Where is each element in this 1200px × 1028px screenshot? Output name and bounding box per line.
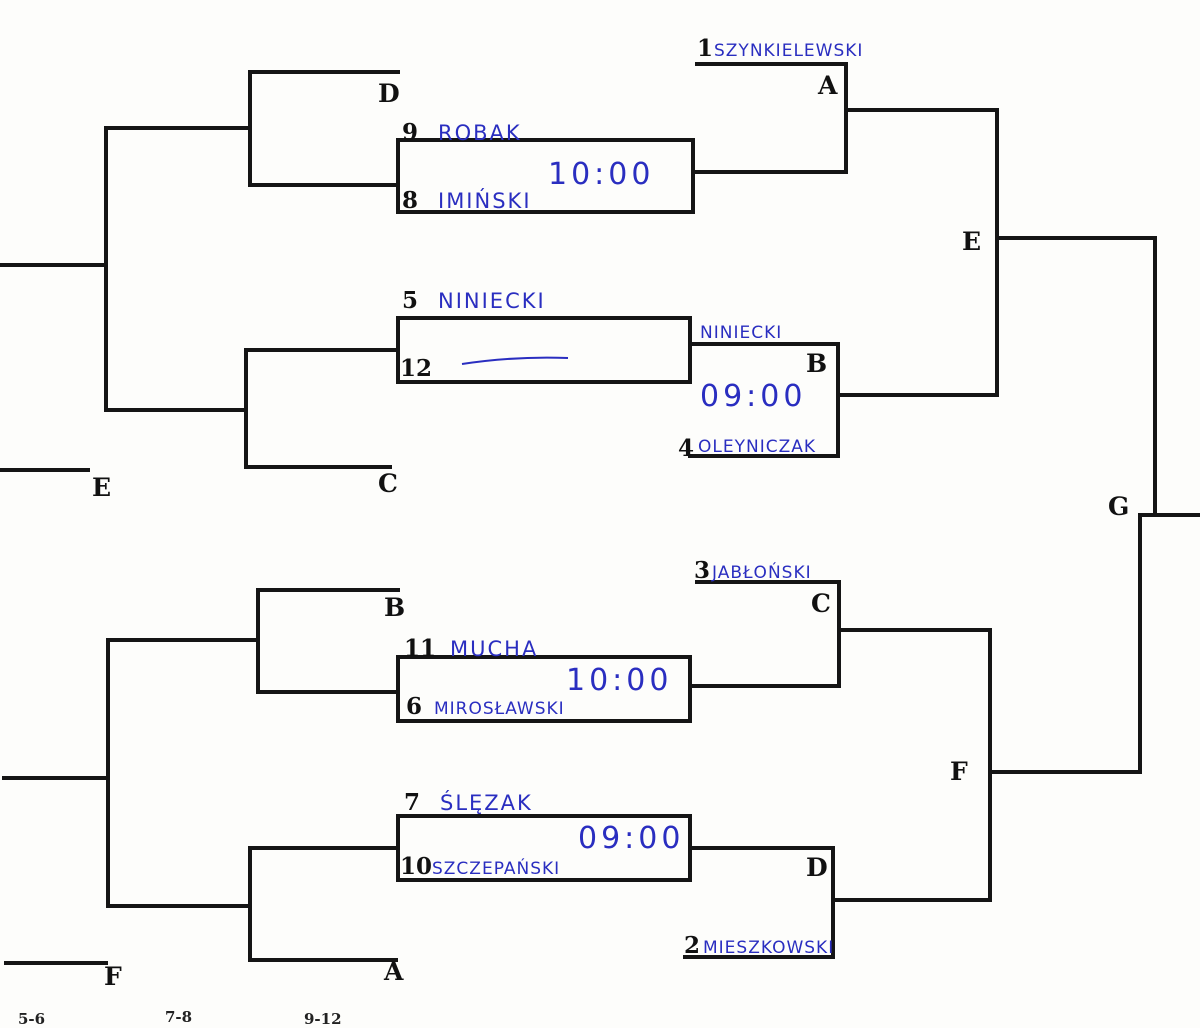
placement-footer: 5-6 7-8 9-12 xyxy=(18,1008,342,1028)
upper-qf1-name-top: ROBAK xyxy=(438,121,522,145)
consolation-label-e: E xyxy=(92,473,111,502)
consolation-lower: B A F xyxy=(2,588,405,991)
bye-dash-mark xyxy=(461,356,569,365)
placement-9-12: 9-12 xyxy=(304,1010,342,1028)
lower-qf2-seed-top: 7 xyxy=(404,789,420,816)
upper-qf2-seed-bottom: 12 xyxy=(400,355,432,382)
semi-b-label: B xyxy=(806,349,827,378)
consolation-label-d: D xyxy=(378,79,400,108)
semi-d-seed: 2 xyxy=(684,932,700,959)
consolation-label-c: C xyxy=(378,469,398,498)
semi-b-time: 09:00 xyxy=(700,379,806,414)
lower-qf2: 7 ŚLĘZAK 09:00 10 SZCZEPAŃSKI xyxy=(396,789,692,882)
semi-a: 1 SZYNKIELEWSKI A xyxy=(695,35,999,397)
final-e: E xyxy=(962,227,1157,517)
semi-c-seed: 3 xyxy=(694,557,710,584)
final-f-label: F xyxy=(950,757,968,786)
lower-qf1-seed-top: 11 xyxy=(404,635,436,662)
semi-a-label: A xyxy=(817,71,838,100)
upper-qf2-name-top: NINIECKI xyxy=(438,289,546,313)
upper-qf1-seed-bottom: 8 xyxy=(402,187,418,214)
upper-qf2-seed-top: 5 xyxy=(402,287,418,314)
semi-c: 3 JABŁOŃSKI C xyxy=(688,557,992,902)
semi-b-name: OLEYNICZAK xyxy=(698,437,816,457)
consolation-label-a: A xyxy=(383,957,404,986)
final-g-label: G xyxy=(1108,492,1129,521)
semi-d-name: MIESZKOWSKI xyxy=(703,938,834,958)
final-g: G xyxy=(1108,492,1200,521)
upper-qf2: 5 NINIECKI 12 xyxy=(396,287,692,384)
semi-b-winner-name: NINIECKI xyxy=(700,323,782,343)
upper-qf1-name-bottom: IMIŃSKI xyxy=(438,188,532,213)
upper-qf1-seed-top: 9 xyxy=(402,119,418,146)
placement-7-8: 7-8 xyxy=(165,1008,192,1026)
lower-qf1-seed-bottom: 6 xyxy=(406,693,422,720)
semi-d-label: D xyxy=(806,853,828,882)
placement-5-6: 5-6 xyxy=(18,1010,45,1028)
consolation-label-b: B xyxy=(384,593,405,622)
semi-b: NINIECKI B 09:00 4 OLEYNICZAK xyxy=(678,323,999,462)
semi-b-seed: 4 xyxy=(678,435,694,462)
semi-a-name: SZYNKIELEWSKI xyxy=(714,41,863,61)
upper-qf1-time: 10:00 xyxy=(548,157,654,192)
lower-qf1-name-top: MUCHA xyxy=(450,637,538,661)
lower-qf1-name-bottom: MIROSŁAWSKI xyxy=(434,699,565,719)
lower-qf1-time: 10:00 xyxy=(566,663,672,698)
final-f: F xyxy=(950,513,1142,786)
lower-qf2-name-bottom: SZCZEPAŃSKI xyxy=(432,857,560,879)
semi-c-label: C xyxy=(811,589,831,618)
final-e-label: E xyxy=(962,227,981,256)
semi-c-name: JABŁOŃSKI xyxy=(711,561,812,583)
consolation-upper: D C E xyxy=(0,70,400,502)
lower-qf2-seed-bottom: 10 xyxy=(400,853,432,880)
consolation-label-f: F xyxy=(104,962,122,991)
lower-qf2-name-top: ŚLĘZAK xyxy=(440,790,533,815)
lower-qf2-time: 09:00 xyxy=(578,821,684,856)
lower-qf1: 11 MUCHA 10:00 6 MIROSŁAWSKI xyxy=(396,635,692,723)
upper-qf1: 9 ROBAK 10:00 8 IMIŃSKI xyxy=(396,119,695,214)
semi-a-seed: 1 xyxy=(697,35,713,62)
semi-d: D 2 MIESZKOWSKI xyxy=(683,846,992,959)
